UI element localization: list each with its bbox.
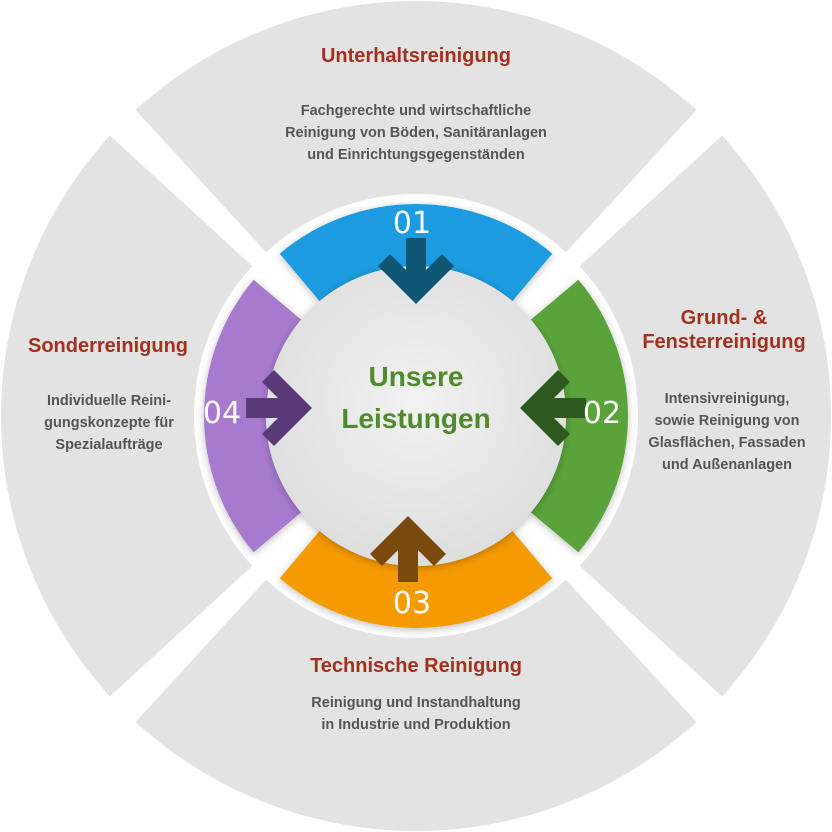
- center-disc: [266, 266, 566, 566]
- segment-title-technische-reinigung: Technische Reinigung: [310, 655, 522, 677]
- desc-line: Glasflächen, Fassaden: [648, 435, 806, 451]
- segment-title-grund-fensterreinigung: Grund- & Fensterreinigung: [626, 306, 822, 354]
- arrow-icon-02: [520, 370, 586, 446]
- desc-line: in Industrie und Produktion: [321, 717, 511, 733]
- desc-line: gungskonzepte für: [44, 415, 174, 431]
- desc-line: und Einrichtungsgegenständen: [307, 147, 525, 163]
- desc-line: Fachgerechte und wirtschaftliche: [300, 103, 532, 119]
- title-line: Grund- &: [680, 307, 768, 329]
- segment-number-03: 03: [392, 586, 432, 621]
- segment-desc-technische-reinigung: Reinigung und Instandhaltung in Industri…: [216, 692, 616, 736]
- desc-line: Individuelle Reini-: [46, 393, 172, 409]
- desc-line: Reinigung und Instandhaltung: [311, 695, 521, 711]
- segment-desc-grund-fensterreinigung: Intensivreinigung, sowie Reinigung von G…: [632, 388, 822, 476]
- arrow-icon-01: [378, 238, 454, 304]
- center-title-line1: Unsere: [368, 361, 464, 392]
- arrow-icon-03: [370, 516, 446, 582]
- segment-title-sonderreinigung: Sonderreinigung: [28, 335, 188, 357]
- segment-number-04: 04: [202, 396, 242, 431]
- desc-line: sowie Reinigung von: [654, 413, 800, 429]
- desc-line: Intensivreinigung,: [664, 391, 790, 407]
- color-ring: [203, 204, 629, 629]
- desc-line: Reinigung von Böden, Sanitäranlagen: [285, 125, 547, 141]
- segment-title-unterhaltsreinigung: Unterhaltsreinigung: [320, 45, 511, 67]
- segment-desc-sonderreinigung: Individuelle Reini- gungskonzepte für Sp…: [14, 390, 204, 456]
- desc-line: Spezialaufträge: [55, 437, 163, 453]
- segment-number-01: 01: [392, 206, 432, 241]
- arrows-group: [246, 238, 586, 582]
- center-title-line2: Leistungen: [341, 403, 491, 434]
- desc-line: und Außenanlagen: [662, 457, 792, 473]
- segment-number-02: 02: [582, 396, 622, 431]
- arrow-icon-04: [246, 370, 312, 446]
- title-line: Fensterreinigung: [642, 331, 806, 353]
- segment-desc-unterhaltsreinigung: Fachgerechte und wirtschaftliche Reinigu…: [216, 100, 616, 166]
- center-title: Unsere Leistungen: [316, 356, 516, 440]
